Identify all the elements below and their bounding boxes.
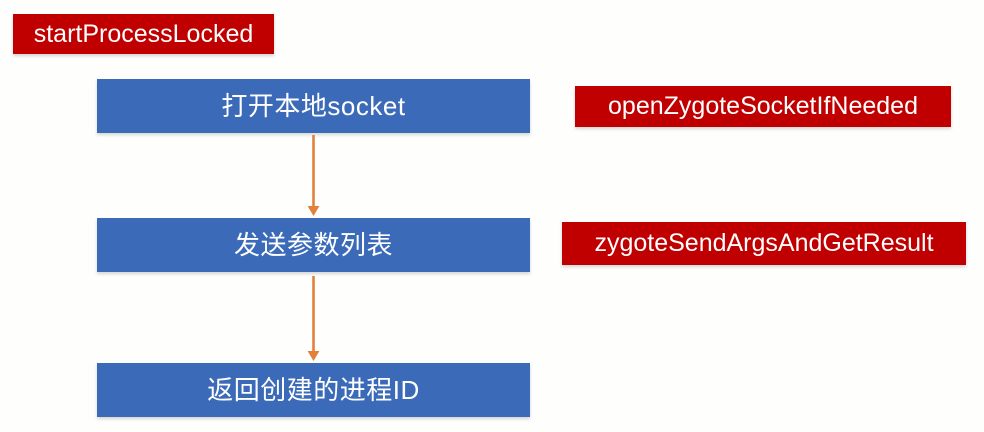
step-open-local-socket-label: 打开本地socket: [221, 91, 406, 121]
method-tag-zygote-send-args: zygoteSendArgsAndGetResult: [562, 222, 966, 265]
step-send-argument-list: 发送参数列表: [97, 218, 530, 272]
method-tag-zygote-send-args-label: zygoteSendArgsAndGetResult: [594, 229, 934, 257]
arrow-step1-to-step2: [303, 133, 324, 218]
entry-method-tag: startProcessLocked: [13, 14, 274, 54]
method-tag-open-zygote-socket: openZygoteSocketIfNeeded: [575, 86, 951, 127]
arrow-down-icon: [307, 135, 320, 216]
step-send-argument-list-label: 发送参数列表: [233, 230, 393, 260]
step-return-created-process-id-label: 返回创建的进程ID: [207, 375, 420, 405]
entry-method-tag-label: startProcessLocked: [33, 19, 254, 48]
arrow-step2-to-step3: [303, 272, 324, 363]
step-return-created-process-id: 返回创建的进程ID: [97, 363, 530, 417]
arrow-down-icon: [307, 276, 320, 361]
method-tag-open-zygote-socket-label: openZygoteSocketIfNeeded: [608, 92, 918, 120]
step-open-local-socket: 打开本地socket: [97, 79, 530, 133]
